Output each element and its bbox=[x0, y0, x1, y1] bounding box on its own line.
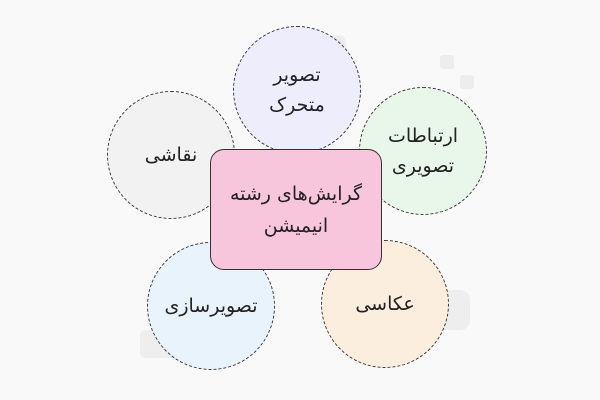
node-label: تصویرسازی bbox=[164, 295, 258, 317]
node-illustration: تصویرسازی bbox=[147, 242, 275, 370]
node-label: ارتباطات تصویری bbox=[387, 125, 459, 177]
node-label: نقاشی bbox=[144, 144, 198, 166]
node-label: عکاسی bbox=[355, 293, 415, 315]
center-box: گرایش‌های رشته انیمیشن bbox=[210, 149, 382, 270]
node-visual-communication: ارتباطات تصویری bbox=[359, 87, 487, 215]
node-label: تصویر متحرک bbox=[269, 64, 325, 116]
node-animated-image: تصویر متحرک bbox=[233, 26, 361, 154]
center-label: گرایش‌های رشته انیمیشن bbox=[229, 182, 363, 237]
